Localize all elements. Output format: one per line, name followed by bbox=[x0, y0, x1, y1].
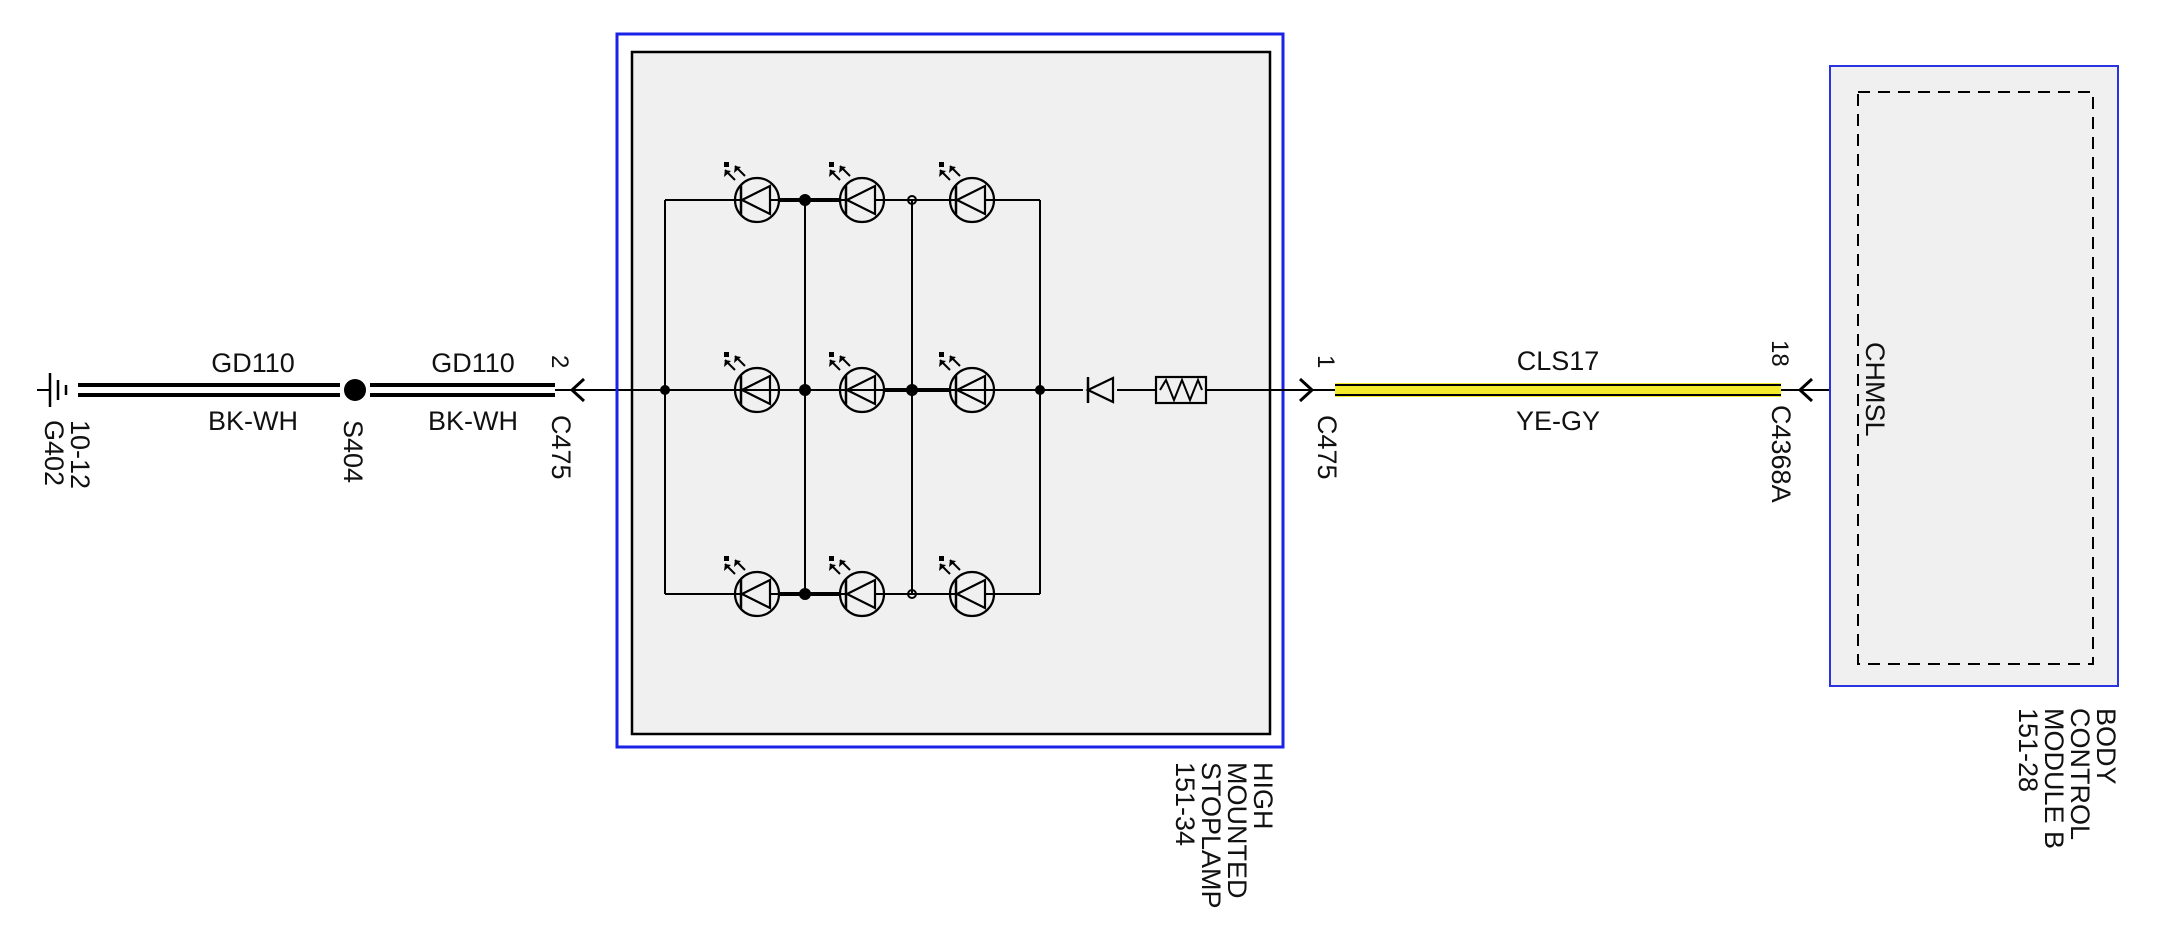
module-pin-label: CHMSL bbox=[1860, 342, 1890, 437]
connector-c475-pin2-name: C475 bbox=[546, 415, 576, 480]
splice-id: S404 bbox=[338, 420, 368, 483]
stoplamp-junctions bbox=[660, 194, 1045, 600]
signal-wire-circuit: CLS17 bbox=[1517, 346, 1600, 376]
connector-c475-pin2-icon bbox=[555, 377, 620, 403]
signal-wire-cls17[interactable] bbox=[1335, 383, 1781, 397]
module-label-line4: 151-28 bbox=[2013, 708, 2043, 792]
stoplamp-label-line1: HIGH bbox=[1248, 762, 1278, 830]
ground-icon bbox=[37, 373, 68, 407]
module-label-line3: MODULE B bbox=[2039, 708, 2069, 849]
ground-wire-right[interactable] bbox=[370, 383, 555, 397]
ground-wire-left[interactable] bbox=[78, 383, 340, 397]
module-label-line1: BODY bbox=[2091, 708, 2121, 785]
ground-wire-left-circuit: GD110 bbox=[211, 348, 295, 378]
connector-c4368a-name: C4368A bbox=[1766, 405, 1796, 503]
stoplamp-label-line3: STOPLAMP bbox=[1196, 762, 1226, 909]
ground-ref: 10-12 bbox=[65, 420, 95, 489]
stoplamp-label-line4: 151-34 bbox=[1170, 762, 1200, 846]
splice-s404[interactable] bbox=[344, 379, 366, 401]
connector-c475-pin1-icon bbox=[1283, 377, 1335, 403]
body-control-module-component[interactable] bbox=[1829, 65, 2119, 687]
signal-wire-color: YE-GY bbox=[1516, 406, 1600, 436]
module-label-line2: CONTROL bbox=[2065, 708, 2095, 840]
ground-wire-right-color: BK-WH bbox=[428, 406, 518, 436]
diode-icon bbox=[1083, 376, 1117, 404]
connector-c475-pin1-name: C475 bbox=[1312, 415, 1342, 480]
resistor-icon bbox=[1154, 375, 1208, 405]
ground-id: G402 bbox=[39, 420, 69, 486]
ground-wire-left-color: BK-WH bbox=[208, 406, 298, 436]
connector-c475-pin2-number: 2 bbox=[546, 355, 573, 368]
stoplamp-label-line2: MOUNTED bbox=[1222, 762, 1252, 899]
connector-c4368a-pin-number: 18 bbox=[1766, 340, 1793, 367]
ground-wire-right-circuit: GD110 bbox=[431, 348, 515, 378]
connector-c475-pin1-number: 1 bbox=[1312, 355, 1339, 368]
